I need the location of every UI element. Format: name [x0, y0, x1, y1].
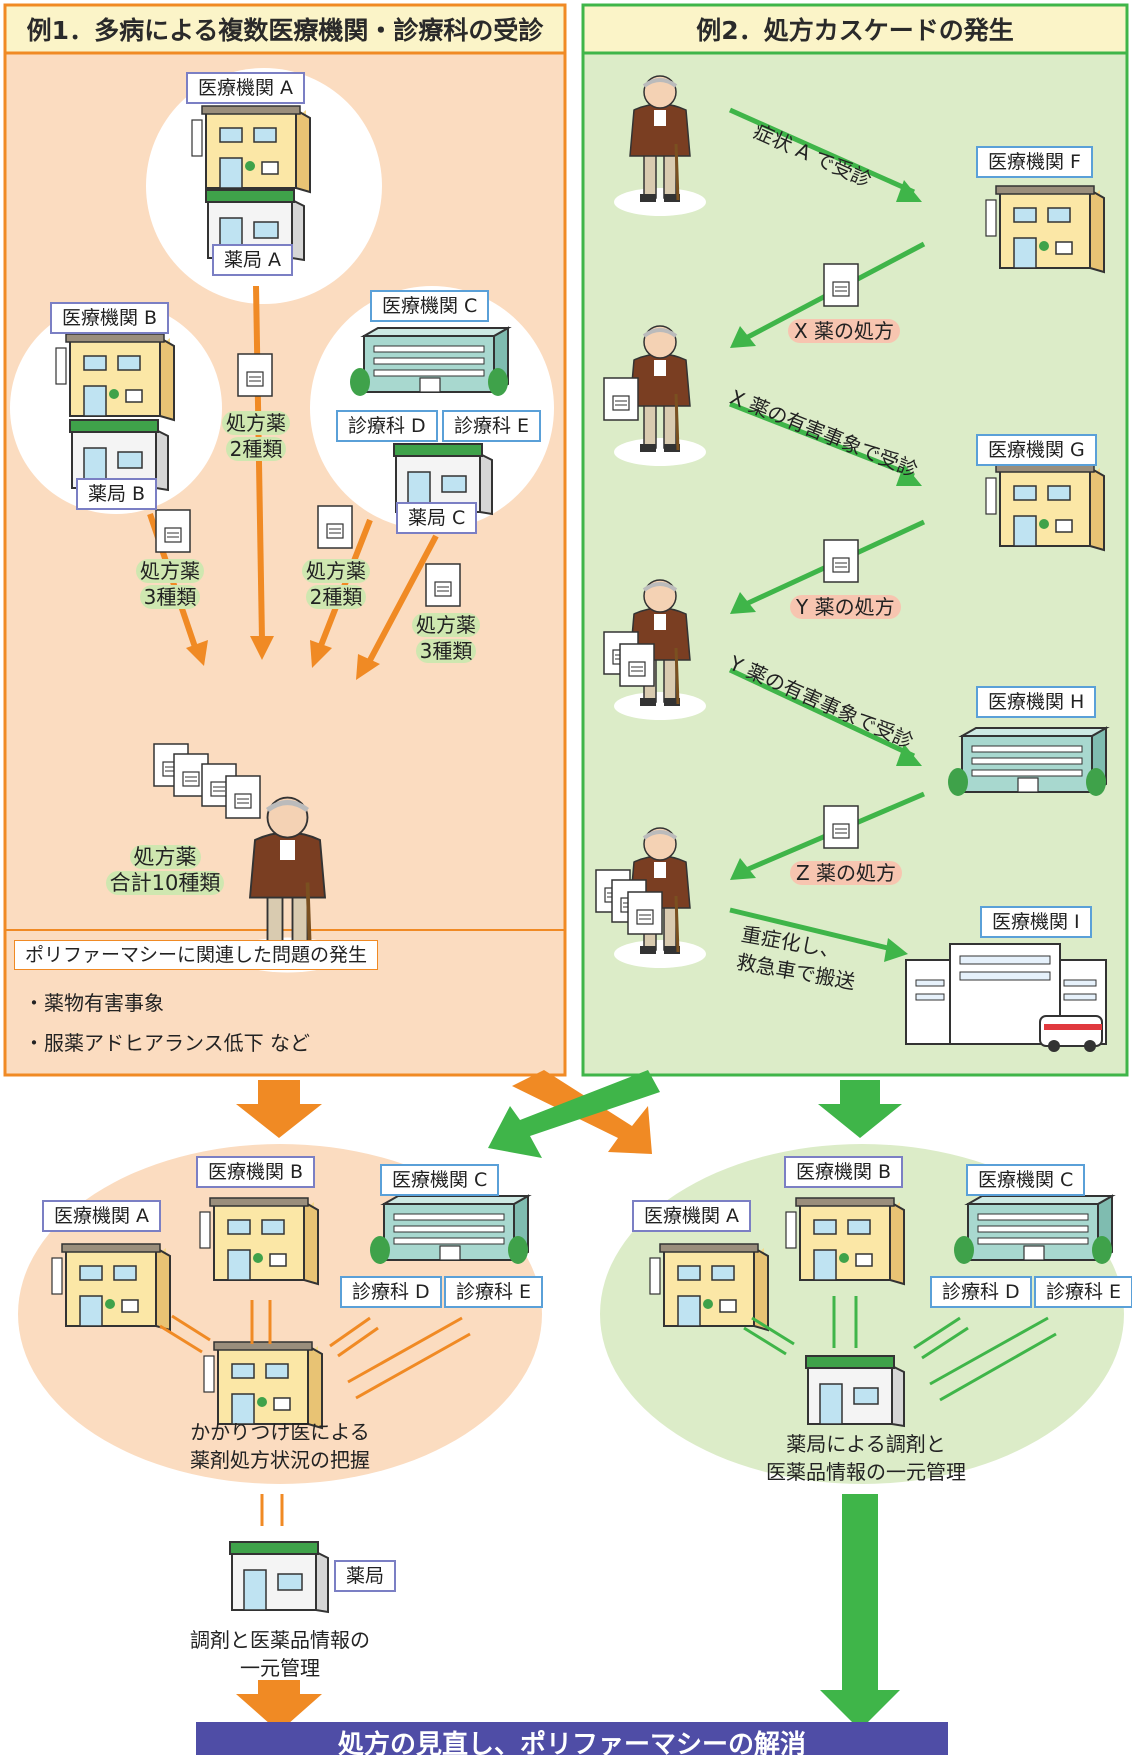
label-pharm-b: 薬局 B	[76, 478, 158, 510]
example2-title: 例2．処方カスケードの発生	[696, 16, 1014, 45]
label-inst-f: 医療機関 F	[976, 146, 1093, 178]
label-inst-c: 医療機関 C	[370, 290, 490, 322]
bl-label-inst-a: 医療機関 A	[42, 1200, 162, 1232]
label-inst-b: 医療機関 B	[50, 302, 170, 334]
label-dept-e: 診療科 E	[442, 410, 542, 442]
label-pharm-c: 薬局 C	[396, 502, 478, 534]
rx-y-text: Y 薬の処方	[790, 594, 901, 620]
br-label-inst-a: 医療機関 A	[632, 1200, 752, 1232]
bl-label-pharmacy: 薬局	[334, 1560, 397, 1592]
bl-label-inst-c: 医療機関 C	[380, 1164, 500, 1196]
br-label-inst-c: 医療機関 C	[966, 1164, 1086, 1196]
label-inst-a: 医療機関 A	[186, 72, 306, 104]
br-label-dept-d: 診療科 D	[930, 1276, 1032, 1308]
label-dept-d: 診療科 D	[336, 410, 438, 442]
bl-center-text: かかりつけ医による薬剤処方状況の把握	[190, 1420, 370, 1472]
bl-pharmacy-role: 調剤と医薬品情報の一元管理	[190, 1628, 370, 1680]
hospital-i-building	[905, 943, 1107, 1052]
bl-label-inst-b: 医療機関 B	[196, 1156, 316, 1188]
label-inst-g: 医療機関 G	[976, 434, 1097, 466]
conclusion-banner: 処方の見直し、ポリファーマシーの解消	[337, 1729, 806, 1760]
label-inst-i: 医療機関 I	[980, 906, 1092, 938]
problem-2: ・服薬アドヒアランス低下 など	[24, 1031, 310, 1055]
label-pharm-a: 薬局 A	[212, 244, 294, 276]
example1-title: 例1．多病による複数医療機関・診療科の受診	[26, 16, 544, 45]
bl-label-dept-d: 診療科 D	[340, 1276, 442, 1308]
br-center-text: 薬局による調剤と医薬品情報の一元管理	[766, 1432, 966, 1484]
problem-1: ・薬物有害事象	[24, 991, 164, 1015]
label-inst-h: 医療機関 H	[976, 686, 1097, 718]
br-label-inst-b: 医療機関 B	[784, 1156, 904, 1188]
rx-x-text: X 薬の処方	[788, 318, 901, 344]
rx-z-text: Z 薬の処方	[790, 860, 903, 886]
problem-title: ポリファーマシーに関連した問題の発生	[14, 940, 379, 970]
br-label-dept-e: 診療科 E	[1034, 1276, 1132, 1308]
bl-label-dept-e: 診療科 E	[444, 1276, 544, 1308]
total-rx-text: 処方薬合計10種類	[90, 844, 240, 896]
